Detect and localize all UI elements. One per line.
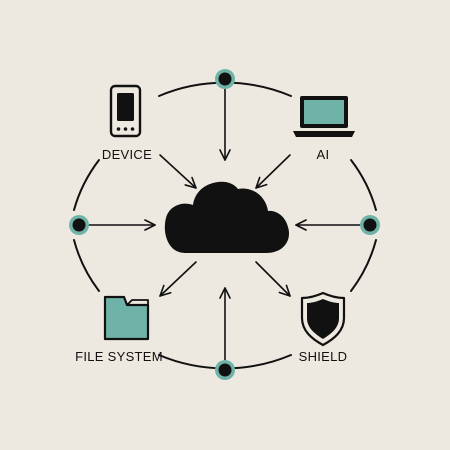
- smartphone-icon: [109, 84, 142, 138]
- ring-arc-right-upper: [350, 159, 377, 211]
- node-label-shield: SHIELD: [299, 349, 348, 364]
- node-file-system: FILE SYSTEM: [75, 295, 163, 364]
- arrow-diag-bottom-left: [159, 261, 197, 297]
- connector-dot-right: [360, 215, 380, 235]
- connector-dot-bottom: [215, 360, 235, 380]
- node-device: DEVICE: [102, 84, 152, 162]
- ring-arc-left-upper: [73, 159, 100, 211]
- node-shield: SHIELD: [299, 291, 348, 364]
- ring-arc-right-lower: [350, 239, 377, 292]
- arrow-diag-top-left: [159, 154, 197, 189]
- node-label-ai: AI: [317, 147, 330, 162]
- ring-connectors: [69, 69, 380, 380]
- node-label-device: DEVICE: [102, 147, 152, 162]
- arrow-diag-bottom-right: [255, 261, 291, 297]
- connector-dot-left: [69, 215, 89, 235]
- ring-arc-left-lower: [73, 239, 100, 292]
- connector-dot-top: [215, 69, 235, 89]
- outer-ring: [73, 81, 377, 370]
- node-label-file-system: FILE SYSTEM: [75, 349, 163, 364]
- cloud-icon: [164, 181, 290, 253]
- laptop-icon: [293, 96, 355, 137]
- arrow-diag-top-right: [255, 154, 291, 189]
- node-ai: AI: [293, 96, 355, 162]
- arrows: [83, 86, 361, 361]
- folder-icon: [103, 295, 150, 341]
